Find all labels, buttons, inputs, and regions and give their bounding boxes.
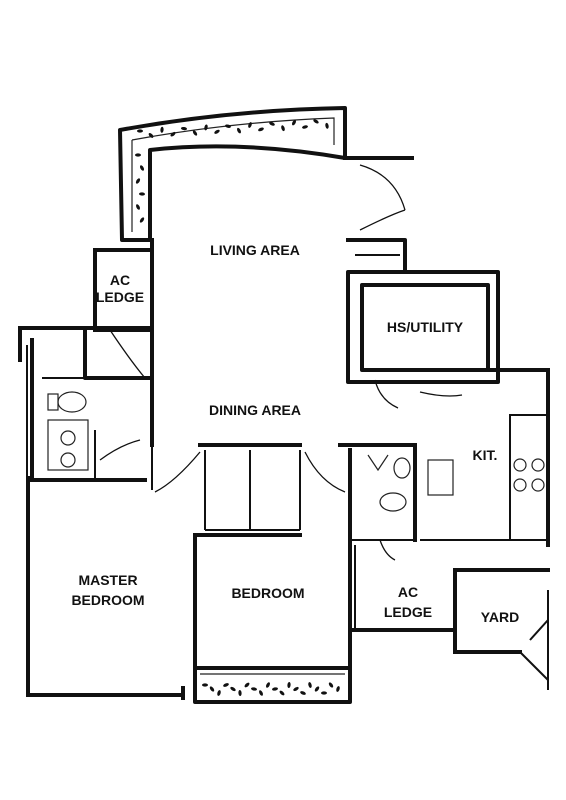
leaf-icon — [225, 124, 231, 128]
leaf-icon — [192, 130, 198, 136]
stove-icon — [513, 458, 527, 472]
label-living-area: LIVING AREA — [210, 242, 300, 258]
outer-walls — [18, 156, 550, 704]
leaf-icon — [230, 686, 236, 692]
leaf-icon — [328, 682, 334, 688]
kitchen-sink-icon — [427, 459, 454, 496]
leaf-icon — [139, 217, 145, 223]
fixtures — [47, 391, 545, 512]
planter-foliage — [202, 682, 340, 696]
leaf-icon — [266, 682, 270, 688]
leaf-icon — [251, 687, 257, 691]
leaf-icon — [139, 165, 145, 171]
label-hs-utility: HS/UTILITY — [387, 319, 464, 335]
label-bedroom: BEDROOM — [231, 585, 304, 601]
hs-utility-room — [346, 238, 500, 384]
leaf-icon — [223, 683, 229, 687]
label-master-bedroom-1: MASTER — [78, 572, 137, 588]
planter-foliage — [135, 119, 329, 223]
leaf-icon — [204, 124, 208, 131]
leaf-icon — [279, 690, 285, 696]
sink-icon — [47, 419, 89, 471]
leaf-icon — [292, 119, 296, 126]
leaf-icon — [269, 121, 275, 126]
doors — [99, 164, 463, 561]
label-yard: YARD — [481, 609, 519, 625]
leaf-icon — [314, 686, 320, 692]
leaf-icon — [272, 687, 278, 691]
room-labels: LIVING AREA DINING AREA AC LEDGE HS/UTIL… — [71, 242, 519, 625]
leaf-icon — [293, 686, 299, 692]
label-kitchen: KIT. — [473, 447, 498, 463]
leaf-icon — [336, 686, 340, 692]
leaf-icon — [135, 178, 141, 184]
leaf-icon — [139, 192, 145, 196]
leaf-icon — [170, 131, 176, 137]
leaf-icon — [308, 682, 312, 688]
toilet-icon — [379, 492, 407, 512]
leaf-icon — [214, 129, 220, 134]
leaf-icon — [136, 204, 140, 210]
leaf-icon — [238, 690, 242, 696]
leaf-icon — [302, 125, 308, 129]
leaf-icon — [202, 683, 208, 687]
leaf-icon — [181, 126, 187, 131]
leaf-icon — [325, 122, 329, 129]
leaf-icon — [258, 127, 264, 132]
interior-walls — [30, 328, 417, 630]
leaf-icon — [313, 119, 319, 124]
leaf-icon — [237, 127, 241, 134]
leaf-icon — [217, 690, 221, 696]
label-ac-ledge-bottom-2: LEDGE — [384, 604, 432, 620]
leaf-icon — [244, 682, 250, 688]
leaf-icon — [287, 682, 291, 688]
label-ac-ledge-top: AC — [110, 272, 130, 288]
toilet-icon — [57, 391, 87, 413]
leaf-icon — [135, 153, 141, 157]
leaf-icon — [259, 690, 263, 696]
leaf-icon — [209, 686, 215, 692]
leaf-icon — [281, 125, 285, 132]
leaf-icon — [300, 691, 306, 695]
top-planter — [118, 106, 347, 242]
label-ac-ledge-bottom: AC — [398, 584, 418, 600]
label-dining-area: DINING AREA — [209, 402, 301, 418]
leaf-icon — [248, 122, 252, 128]
label-ac-ledge-top-2: LEDGE — [96, 289, 144, 305]
leaf-icon — [321, 691, 327, 695]
leaf-icon — [137, 129, 143, 133]
label-master-bedroom-2: BEDROOM — [71, 592, 144, 608]
leaf-icon — [148, 132, 154, 138]
leaf-icon — [160, 126, 164, 133]
